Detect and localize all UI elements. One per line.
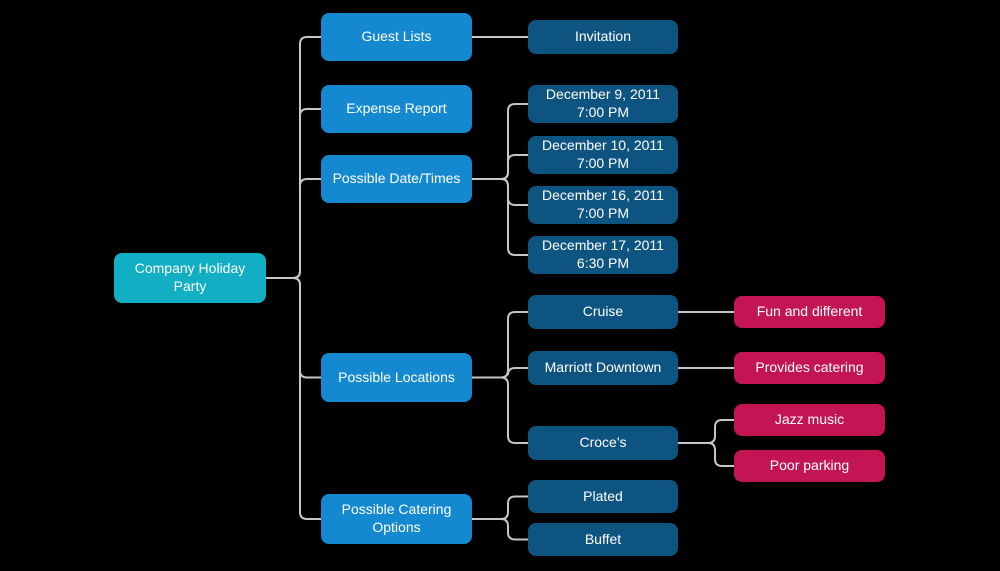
node-invitation[interactable]: Invitation <box>528 20 678 54</box>
node-jazz-music[interactable]: Jazz music <box>734 404 885 436</box>
node-cruise[interactable]: Cruise <box>528 295 678 329</box>
connector-company-holiday-party-to-possible-catering-options <box>266 277 321 520</box>
node-marriott-downtown[interactable]: Marriott Downtown <box>528 351 678 385</box>
connector-company-holiday-party-to-expense-report <box>266 108 321 279</box>
connector-company-holiday-party-to-possible-locations <box>266 277 321 379</box>
connector-possible-date-times-to-date-dec-17 <box>472 178 528 256</box>
node-expense-report[interactable]: Expense Report <box>321 85 472 133</box>
connector-possible-date-times-to-date-dec-10 <box>472 154 528 180</box>
node-possible-locations[interactable]: Possible Locations <box>321 353 472 402</box>
node-company-holiday-party[interactable]: Company Holiday Party <box>114 253 266 303</box>
node-croces[interactable]: Croce's <box>528 426 678 460</box>
node-possible-catering-options[interactable]: Possible Catering Options <box>321 494 472 544</box>
connector-croces-to-jazz-music <box>678 419 734 444</box>
connector-possible-date-times-to-date-dec-9 <box>472 103 528 180</box>
connector-possible-catering-options-to-plated <box>472 495 528 520</box>
node-possible-date-times[interactable]: Possible Date/Times <box>321 155 472 203</box>
connector-croces-to-poor-parking <box>678 442 734 467</box>
node-plated[interactable]: Plated <box>528 480 678 513</box>
connector-possible-locations-to-marriott-downtown <box>472 367 528 379</box>
node-date-dec-16[interactable]: December 16, 2011 7:00 PM <box>528 186 678 224</box>
node-fun-and-different[interactable]: Fun and different <box>734 296 885 328</box>
node-buffet[interactable]: Buffet <box>528 523 678 556</box>
node-date-dec-17[interactable]: December 17, 2011 6:30 PM <box>528 236 678 274</box>
node-date-dec-9[interactable]: December 9, 2011 7:00 PM <box>528 85 678 123</box>
connector-possible-catering-options-to-buffet <box>472 518 528 541</box>
node-provides-catering[interactable]: Provides catering <box>734 352 885 384</box>
connector-company-holiday-party-to-guest-lists <box>266 36 321 279</box>
connector-possible-locations-to-croces <box>472 376 528 444</box>
node-date-dec-10[interactable]: December 10, 2011 7:00 PM <box>528 136 678 174</box>
connector-possible-date-times-to-date-dec-16 <box>472 178 528 206</box>
node-guest-lists[interactable]: Guest Lists <box>321 13 472 61</box>
node-poor-parking[interactable]: Poor parking <box>734 450 885 482</box>
connector-company-holiday-party-to-possible-date-times <box>266 178 321 279</box>
